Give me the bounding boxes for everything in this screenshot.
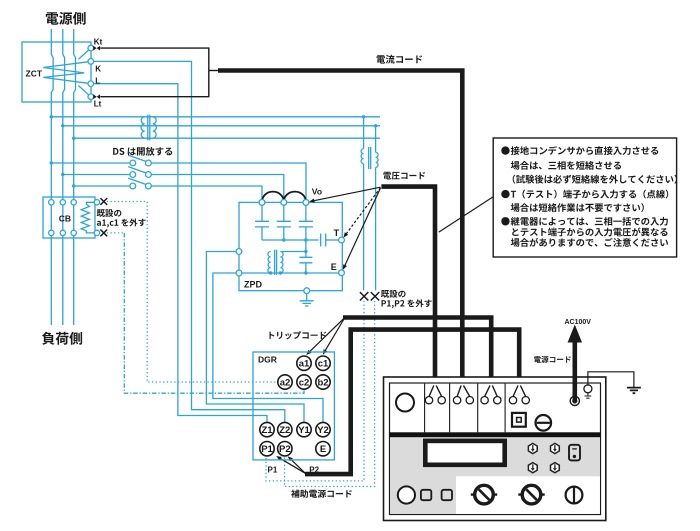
svg-text:CB: CB <box>59 213 71 223</box>
svg-text:Y2: Y2 <box>317 425 329 436</box>
svg-text:Z1: Z1 <box>261 425 273 436</box>
svg-text:E: E <box>331 262 337 272</box>
svg-text:T: T <box>334 228 340 238</box>
svg-text:P1: P1 <box>268 466 278 475</box>
svg-text:K: K <box>95 64 101 73</box>
svg-text:ZCT: ZCT <box>26 69 43 79</box>
svg-text:a2: a2 <box>280 377 291 388</box>
svg-text:ZPD: ZPD <box>244 280 263 290</box>
svg-text:c1: c1 <box>318 359 329 370</box>
svg-text:P2: P2 <box>279 444 291 455</box>
svg-text:L: L <box>95 76 100 85</box>
svg-text:P1: P1 <box>261 444 273 455</box>
svg-text:E: E <box>320 444 326 455</box>
svg-text:Z2: Z2 <box>279 425 290 436</box>
svg-text:Lt: Lt <box>94 99 102 108</box>
svg-text:c2: c2 <box>299 377 310 388</box>
svg-text:Y1: Y1 <box>298 425 310 436</box>
svg-text:a1: a1 <box>299 359 310 370</box>
svg-text:Kt: Kt <box>94 37 103 46</box>
svg-text:b2: b2 <box>317 377 328 388</box>
svg-text:DGR: DGR <box>258 355 277 365</box>
svg-text:AC100V: AC100V <box>565 319 592 326</box>
svg-text:P2: P2 <box>309 466 319 475</box>
svg-text:Vo: Vo <box>312 186 322 196</box>
